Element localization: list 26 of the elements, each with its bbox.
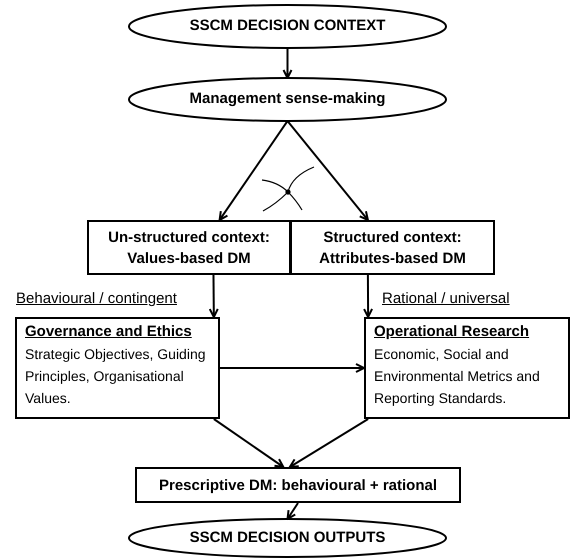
node-heading: Operational Research [374, 322, 530, 342]
edge-label: Behavioural / contingent [16, 290, 177, 308]
arrow [220, 363, 365, 373]
arrow [218, 120, 288, 221]
node-title: Structured context: Attributes-based DM [318, 228, 467, 268]
arrow [286, 502, 299, 520]
arrow [288, 418, 369, 468]
node-body: Strategic Objectives, Guiding Principles, Organisational Values. [25, 345, 207, 408]
process-box [15, 317, 220, 419]
process-box [290, 220, 495, 275]
process-box [135, 467, 461, 503]
arrow [286, 120, 369, 221]
node-title: Management sense-making [190, 89, 386, 110]
node-title: Un-structured context: Values-based DM [107, 228, 271, 268]
process-box [364, 317, 570, 419]
process-box [87, 220, 291, 275]
node-title: Prescriptive DM: behavioural + rational [158, 476, 437, 496]
arrow [282, 48, 292, 79]
arrow [363, 275, 374, 318]
arrow [213, 418, 284, 468]
node-body: Economic, Social and Environmental Metrics and Reporting Standards. [374, 345, 541, 408]
arrow [208, 274, 219, 318]
node-title: SSCM DECISION OUTPUTS [190, 528, 386, 548]
node-heading: Governance and Ethics [25, 322, 193, 342]
edge-label: Rational / universal [382, 290, 510, 308]
node-title: SSCM DECISION CONTEXT [190, 16, 386, 36]
